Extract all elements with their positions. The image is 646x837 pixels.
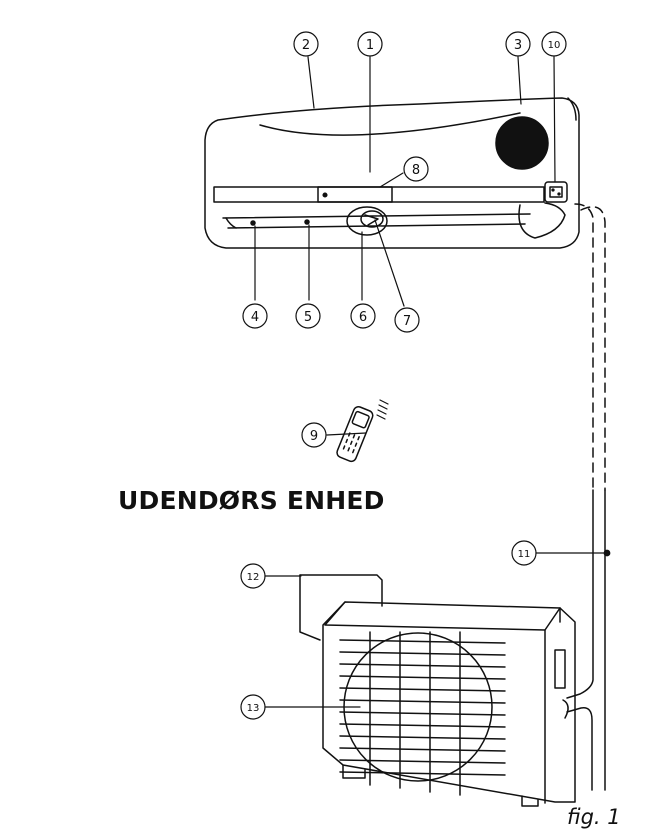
callout-labels: 1 2 3 10 8 4 5 6 7 9 11 12 13 [240,31,567,720]
callout-3: 3 [505,31,531,57]
svg-text:10: 10 [548,40,561,51]
air-outlet [222,213,531,219]
fan-guard [343,632,493,782]
callout-6: 6 [350,303,376,329]
callout-2: 2 [293,31,319,57]
indicator-badge [544,181,568,203]
callout-leaders [254,56,611,708]
svg-text:1: 1 [366,38,374,53]
front-panel-arc [259,112,521,136]
remote-signal-icon [376,399,389,420]
svg-text:2: 2 [302,38,310,53]
svg-text:13: 13 [247,703,260,714]
indoor-unit [204,97,580,249]
display-strip [213,186,545,203]
callout-7: 7 [394,307,420,333]
callout-8: 8 [403,156,429,182]
callout-10: 10 [541,31,567,57]
callout-12: 12 [240,563,266,589]
svg-text:4: 4 [251,310,259,325]
svg-text:3: 3 [514,38,522,53]
svg-text:9: 9 [310,429,318,444]
swing-louver-knob [346,206,388,236]
callout-11: 11 [511,540,537,566]
svg-text:11: 11 [518,549,531,560]
remote-control [336,406,374,463]
callout-13: 13 [240,694,266,720]
outdoor-unit-heading: UDENDØRS ENHED [118,486,385,515]
svg-text:6: 6 [359,310,367,325]
callout-9: 9 [301,422,327,448]
sensor-disc [495,116,549,170]
callout-4: 4 [242,303,268,329]
figure-caption: fig. 1 [567,805,621,829]
callout-5: 5 [295,303,321,329]
callout-1: 1 [357,31,383,57]
svg-text:7: 7 [403,314,411,329]
refrigerant-pipe [566,203,606,791]
svg-text:8: 8 [412,163,420,178]
display-window [317,186,393,203]
svg-text:12: 12 [247,572,260,583]
outdoor-unit [299,574,576,807]
svg-text:5: 5 [304,310,312,325]
